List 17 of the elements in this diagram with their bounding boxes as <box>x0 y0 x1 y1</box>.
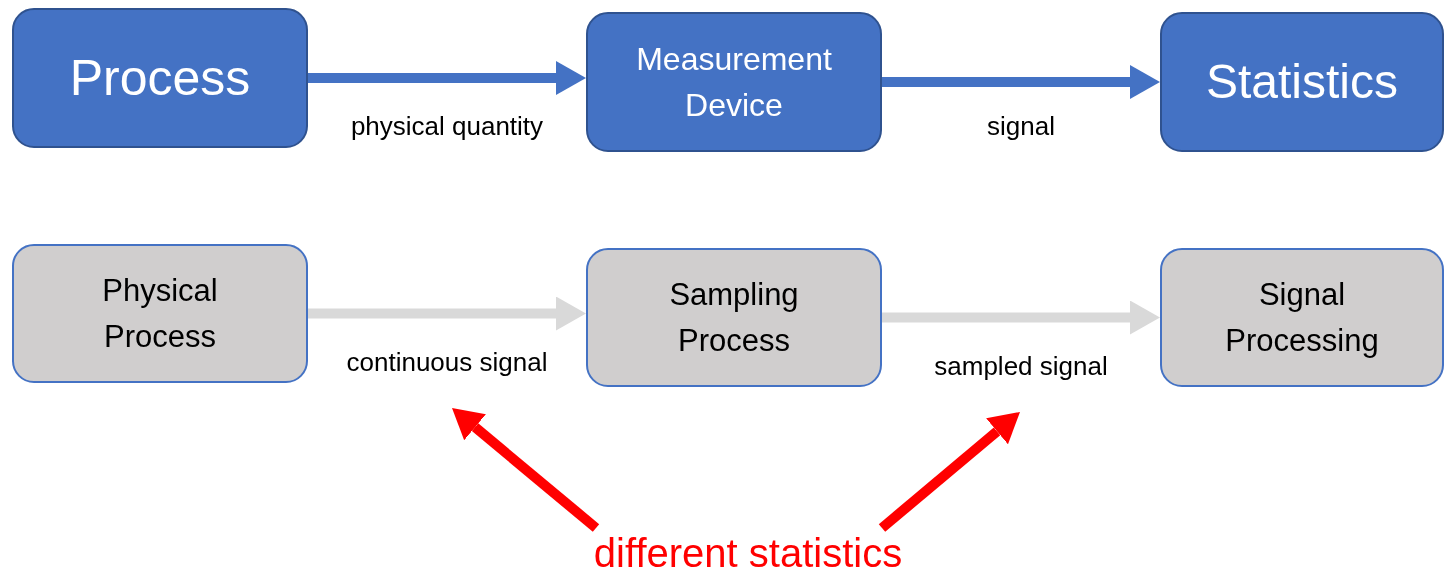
stage-box: Process <box>12 8 308 148</box>
process-box: Signal Processing <box>1160 248 1444 387</box>
edge-label: signal <box>986 110 1056 143</box>
edge-label: sampled signal <box>933 350 1109 383</box>
arrow <box>308 296 586 331</box>
arrow <box>308 61 586 95</box>
stage-box: Measurement Device <box>586 12 882 152</box>
arrow <box>882 300 1160 335</box>
process-box: Physical Process <box>12 244 308 383</box>
stage-box: Statistics <box>1160 12 1444 152</box>
arrow <box>878 412 1020 532</box>
arrow <box>882 65 1160 99</box>
arrow <box>452 408 600 532</box>
annotation-text: different statistics <box>548 528 948 578</box>
edge-label: continuous signal <box>345 346 549 379</box>
process-box: Sampling Process <box>586 248 882 387</box>
edge-label: physical quantity <box>349 110 545 143</box>
